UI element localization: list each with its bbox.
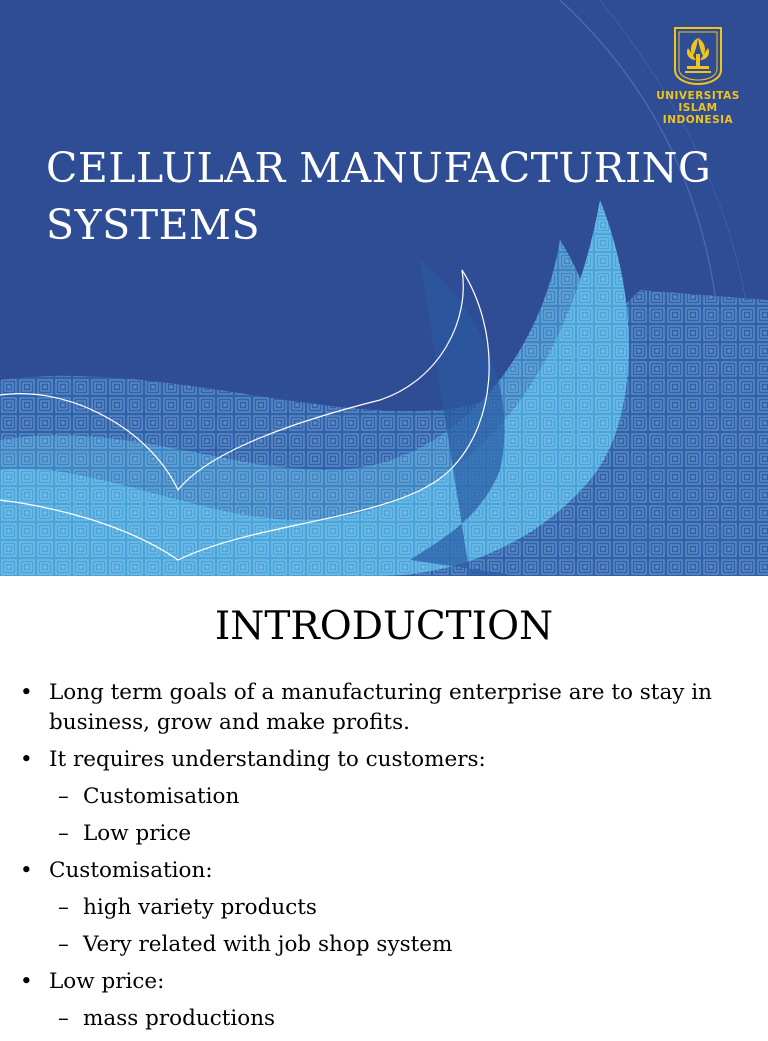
list-item-text: It requires understanding to customers: (49, 747, 486, 772)
sub-list-item: – Customisation (20, 782, 750, 812)
logo-line: ISLAM (678, 102, 718, 114)
bullet-list: • Long term goals of a manufacturing ent… (20, 678, 750, 1041)
leaf-outline (0, 269, 490, 561)
title-line: SYSTEMS (46, 201, 261, 249)
sub-list-item: – high variety products (20, 893, 750, 923)
slide-heading: INTRODUCTION (214, 604, 554, 649)
bullet-marker: • (20, 858, 33, 883)
logo-line: UNIVERSITAS (656, 90, 740, 102)
list-item-text: Very related with job shop system (83, 932, 453, 957)
list-item-text: Customisation: (49, 858, 213, 883)
decorative-background (0, 0, 768, 576)
list-item-text: Long term goals of a manufacturing enter… (49, 680, 712, 735)
dash-marker: – (58, 895, 69, 920)
bullet-marker: • (20, 969, 33, 994)
list-item-text: Low price: (49, 969, 165, 994)
title-line: CELLULAR MANUFACTURING (46, 144, 712, 192)
list-item-text: Customisation (83, 784, 240, 809)
sub-list-item: – Very related with job shop system (20, 930, 750, 960)
dash-marker: – (58, 784, 69, 809)
list-item: • It requires understanding to customers… (20, 745, 750, 775)
content-slide: INTRODUCTION • Long term goals of a manu… (0, 576, 768, 1031)
list-item-text: high variety products (83, 895, 317, 920)
slide-title: CELLULAR MANUFACTURING SYSTEMS (46, 140, 711, 254)
list-item: • Low price: (20, 967, 750, 997)
list-item-text: Low price (83, 821, 192, 846)
bullet-marker: • (20, 680, 33, 705)
university-logo: UNIVERSITAS ISLAM INDONESIA (648, 24, 748, 126)
title-slide: CELLULAR MANUFACTURING SYSTEMS UNIVERSIT… (0, 0, 768, 576)
logo-line: INDONESIA (662, 114, 734, 126)
list-item: • Long term goals of a manufacturing ent… (20, 678, 750, 738)
sub-list-item: – mass productions (20, 1004, 750, 1034)
sub-list-item: – Low price (20, 819, 750, 849)
list-item: • Customisation: (20, 856, 750, 886)
bullet-marker: • (20, 747, 33, 772)
dash-marker: – (58, 1006, 69, 1031)
dash-marker: – (58, 932, 69, 957)
dash-marker: – (58, 821, 69, 846)
list-item-text: mass productions (83, 1006, 276, 1031)
university-emblem-icon (674, 27, 722, 86)
